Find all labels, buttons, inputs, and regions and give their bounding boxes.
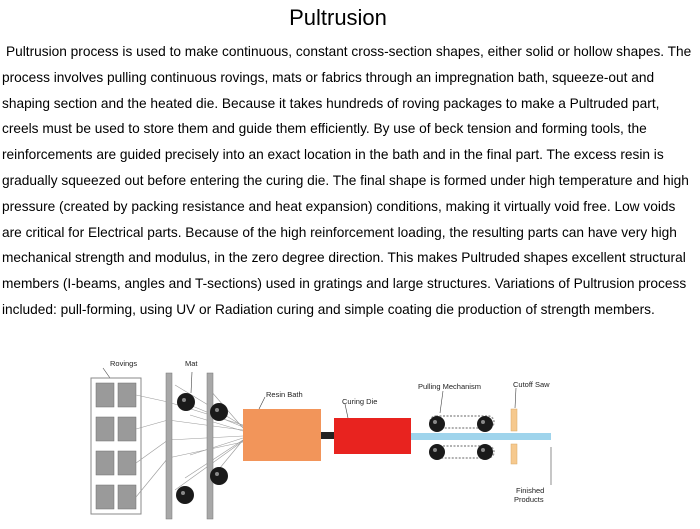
curing-die: Curing Die	[334, 397, 411, 454]
label-rovings: Rovings	[110, 359, 137, 368]
roving-package	[95, 382, 115, 408]
resin-bath-tank	[243, 409, 321, 461]
puller-wheel	[429, 444, 445, 460]
roving-package	[117, 450, 137, 476]
puller-wheel	[477, 416, 493, 432]
finished-products: Finished Products	[514, 447, 552, 504]
resin-bath: Resin Bath	[243, 390, 321, 461]
mat-rolls: Mat	[176, 359, 228, 504]
curing-die-block	[334, 418, 411, 454]
puller-wheel	[429, 416, 445, 432]
label-finished-line2: Products	[514, 495, 544, 504]
roving-package	[95, 416, 115, 442]
roving-package	[117, 382, 137, 408]
cutoff-saw: Cutoff Saw	[510, 380, 550, 465]
mat-roll	[210, 403, 228, 421]
bath-die-connector	[321, 432, 334, 439]
rovings-creel: Rovings	[90, 359, 142, 515]
puller-wheel	[477, 444, 493, 460]
label-mat: Mat	[185, 359, 198, 368]
roving-package	[95, 450, 115, 476]
guide-plate	[165, 372, 173, 520]
roving-package	[117, 484, 137, 510]
label-resin-bath: Resin Bath	[266, 390, 303, 399]
roving-package	[117, 416, 137, 442]
fiber-strands	[135, 384, 244, 498]
label-finished-line1: Finished	[516, 486, 544, 495]
mat-roll	[177, 393, 195, 411]
label-pulling-mechanism: Pulling Mechanism	[418, 382, 481, 391]
label-cutoff-saw: Cutoff Saw	[513, 380, 550, 389]
mat-roll	[210, 467, 228, 485]
mat-roll	[176, 486, 194, 504]
body-paragraph: Pultrusion process is used to make conti…	[2, 44, 692, 317]
saw-blade	[510, 443, 518, 465]
page-title: Pultrusion	[289, 5, 387, 30]
roving-package	[95, 484, 115, 510]
product-profile	[411, 433, 551, 440]
label-curing-die: Curing Die	[342, 397, 377, 406]
saw-blade	[510, 408, 518, 432]
guide-plate	[206, 372, 214, 520]
pulling-mechanism: Pulling Mechanism	[418, 382, 495, 460]
